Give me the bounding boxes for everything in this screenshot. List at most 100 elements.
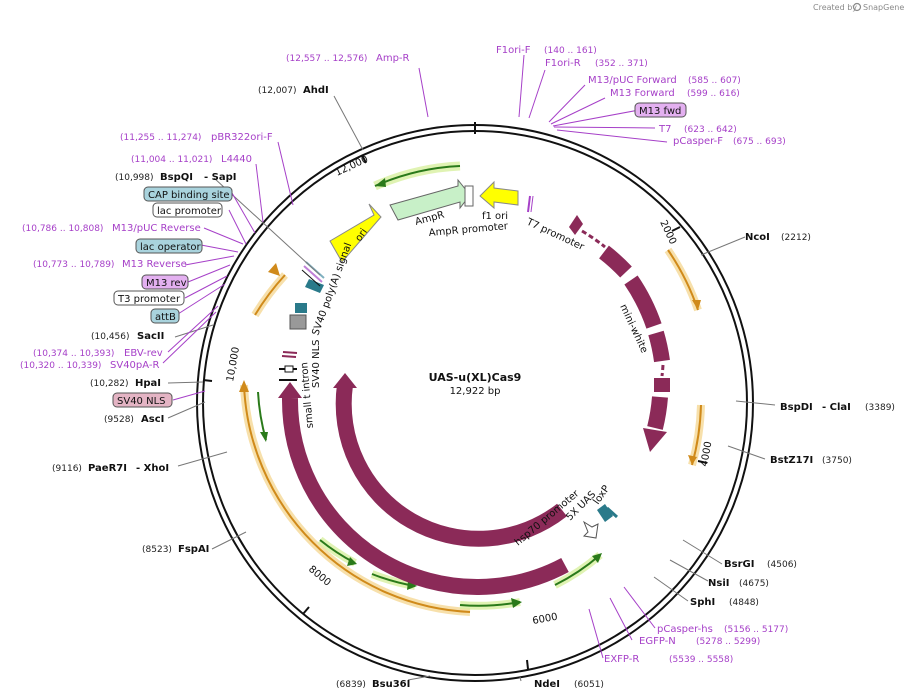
primer-m13puc-name[interactable]: M13/pUC Forward [588,75,677,86]
primer-pcasperf-pos: (675 .. 693) [733,137,786,147]
feature-t7-promoter [527,195,534,213]
enzyme-fspai-pos: (8523) [142,545,172,555]
boxed-label-t3-promoter[interactable]: T3 promoter [113,290,185,306]
boxed-label-lac-promoter-text: lac promoter [157,206,222,217]
primer-m13reverse-pos: (10,773 .. 10,789) [33,260,114,270]
enzyme-ahdi-pos: (12,007) [258,86,297,96]
enzyme-ncoi-pos: (2212) [781,233,811,243]
primer-ampr-name[interactable]: Amp-R [376,53,410,64]
boxed-label-t3-promoter-text: T3 promoter [117,294,181,305]
enzyme-asci-pos: (9528) [104,415,134,425]
tick-label-12000: 12,000 [334,154,370,179]
primer-ebvrev-name[interactable]: EBV-rev [124,348,163,359]
tick-label-4000: 4000 [699,441,714,468]
feature-mini-white [569,215,670,452]
enzyme-bsu36i-name[interactable]: Bsu36I [372,679,410,690]
primer-pcasperf-name[interactable]: pCasper-F [673,136,723,147]
boxed-label-attb-text: attB [155,312,176,323]
primer-leaders [162,54,668,659]
brand-name: SnapGene [863,3,904,12]
primer-ampr-pos: (12,557 .. 12,576) [286,54,367,64]
enzyme-bspqi-pos: (10,998) [115,173,154,183]
primer-pbr322-name[interactable]: pBR322ori-F [211,132,273,143]
tick-label-8000: 8000 [306,564,333,589]
primer-t7-pos: (623 .. 642) [684,125,737,135]
enzyme-bspdi-name[interactable]: BspDI [780,402,813,413]
enzyme-bsu36i-pos: (6839) [336,680,366,690]
feature-hsp70-promoter [582,504,619,539]
enzyme-xhoi-name[interactable]: - XhoI [136,463,169,474]
primer-t7-name[interactable]: T7 [658,124,671,135]
primer-l4440-name[interactable]: L4440 [221,154,252,165]
enzyme-nsii-pos: (4675) [739,579,769,589]
primer-egfpn-pos: (5278 .. 5299) [696,637,760,647]
primer-egfpn-name[interactable]: EGFP-N [639,636,676,647]
enzyme-ncoi-name[interactable]: NcoI [745,232,770,243]
enzyme-bspdi-pos: (3389) [865,403,895,413]
enzyme-sacii-name[interactable]: SacII [137,331,164,342]
boxed-label-m13-fwd-text: M13 fwd [639,106,681,117]
feature-sv40-nls-inner [279,351,298,381]
primer-m13reverse-name[interactable]: M13 Reverse [122,259,187,270]
enzyme-clai-name[interactable]: - ClaI [822,402,851,413]
loxp-label: loxP [591,484,612,507]
tick-label-10000: 10,000 [225,346,242,382]
enzyme-ahdi-name[interactable]: AhdI [303,85,329,96]
boxed-label-attb[interactable]: attB [150,308,180,324]
tick-marks [202,154,708,670]
enzyme-sphi-name[interactable]: SphI [690,597,715,608]
primer-pbr322-pos: (11,255 .. 11,274) [120,133,201,143]
enzyme-bstz17i-name[interactable]: BstZ17I [770,455,813,466]
primer-m13fwd-pos: (599 .. 616) [687,89,740,99]
boxed-label-m13-rev[interactable]: M13 rev [141,274,189,290]
primer-m13pucrev-pos: (10,786 .. 10,808) [22,224,103,234]
primer-exfpr-pos: (5539 .. 5558) [669,655,733,665]
primer-m13fwd-name[interactable]: M13 Forward [610,88,675,99]
primer-sv40par-name[interactable]: SV40pA-R [110,360,159,371]
feature-f1-ori [479,180,519,210]
tick-label-6000: 6000 [532,612,559,627]
feature-ori [329,203,382,263]
primer-sv40par-pos: (10,320 .. 10,339) [20,361,101,371]
sv40-nls-inner-label: SV40 NLS [311,340,322,389]
plasmid-name: UAS-u(XL)Cas9 [429,371,522,384]
feature-sv40-polya [289,279,324,330]
enzyme-bsrgi-name[interactable]: BsrGI [724,559,754,570]
enzyme-paer7i-name[interactable]: PaeR7I [88,463,127,474]
enzyme-asci-name[interactable]: AscI [141,414,164,425]
enzyme-bsrgi-pos: (4506) [767,560,797,570]
boxed-label-sv40-nls[interactable]: SV40 NLS [112,392,173,408]
primer-exfpr-name[interactable]: EXFP-R [604,654,639,665]
primer-f1orir-pos: (352 .. 371) [595,59,648,69]
boxed-label-lac-operator-text: lac operator [140,242,201,253]
enzyme-bstz17i-pos: (3750) [822,456,852,466]
boxed-label-lac-promoter[interactable]: lac promoter [152,202,223,218]
plasmid-size: 12,922 bp [450,386,501,397]
enzyme-fspai-name[interactable]: FspAI [178,544,209,555]
primer-m13pucrev-name[interactable]: M13/pUC Reverse [112,223,201,234]
enzyme-ndei-name[interactable]: NdeI [534,679,560,690]
tick-label-2000: 2000 [657,219,678,247]
enzyme-ndei-pos: (6051) [574,680,604,690]
primer-f1orif-pos: (140 .. 161) [544,46,597,56]
primer-pcasperhs-name[interactable]: pCasper-hs [657,624,713,635]
enzyme-sapi-name[interactable]: - SapI [204,172,236,183]
snapgene-logo-icon [852,2,862,12]
primer-f1orir-name[interactable]: F1ori-R [545,58,581,69]
boxed-label-cap-text: CAP binding site [148,190,230,201]
primer-f1orif-name[interactable]: F1ori-F [496,45,531,56]
boxed-label-lac-operator[interactable]: lac operator [135,238,203,254]
primer-m13puc-pos: (585 .. 607) [688,76,741,86]
feature-ampr [389,178,474,221]
enzyme-sacii-pos: (10,456) [91,332,130,342]
boxed-label-cap[interactable]: CAP binding site [143,186,233,202]
backbone-outer [196,124,754,682]
enzyme-bspqi-name[interactable]: BspQI [160,172,193,183]
ampr-promoter-label: AmpR promoter [428,221,509,239]
enzyme-hpai-pos: (10,282) [90,379,129,389]
enzyme-nsii-name[interactable]: NsiI [708,578,729,589]
boxed-label-m13-fwd[interactable]: M13 fwd [634,102,687,118]
enzyme-hpai-name[interactable]: HpaI [135,378,161,389]
boxed-label-m13-rev-text: M13 rev [146,278,187,289]
